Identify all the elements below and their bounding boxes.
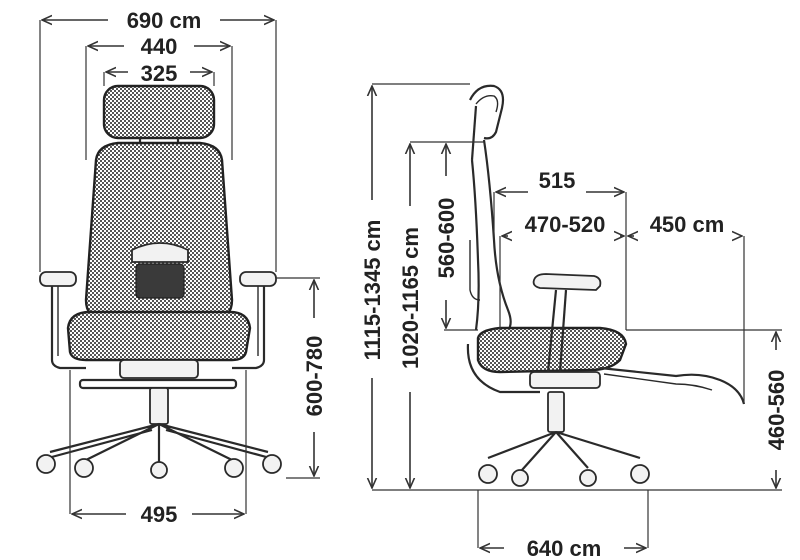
side-headrest bbox=[469, 84, 505, 140]
front-overall-width-label: 690 cm bbox=[127, 8, 202, 33]
front-base-width-label: 495 bbox=[141, 502, 178, 527]
side-total-height-label: 1115-1345 cm bbox=[360, 220, 385, 361]
side-back-adjust-label: 560-600 bbox=[434, 198, 459, 279]
front-seat bbox=[66, 310, 252, 362]
side-back-height-label: 1020-1165 cm bbox=[398, 227, 423, 369]
front-headrest-width-label: 325 bbox=[141, 61, 178, 86]
side-seat bbox=[476, 326, 628, 374]
front-armrest-right bbox=[239, 271, 277, 287]
side-footrest bbox=[599, 366, 746, 405]
side-footrest-extension-label: 450 cm bbox=[650, 212, 725, 237]
front-dimensions bbox=[39, 20, 320, 514]
side-seat-depth-label: 470-520 bbox=[525, 212, 606, 237]
side-armrest bbox=[532, 273, 602, 291]
side-backrest bbox=[482, 139, 512, 338]
side-dimensions bbox=[372, 83, 782, 548]
front-headrest bbox=[102, 84, 216, 140]
front-back-width-label: 440 bbox=[141, 34, 178, 59]
front-armrest-height-label: 600-780 bbox=[302, 336, 327, 417]
side-base-depth-label: 640 cm bbox=[527, 536, 602, 560]
side-chair-drawing bbox=[466, 84, 746, 487]
side-seat-height-label: 460-560 bbox=[764, 370, 789, 451]
front-armrest-left bbox=[39, 271, 77, 287]
side-depth-label: 515 bbox=[539, 168, 576, 193]
front-chair-drawing bbox=[36, 84, 282, 479]
